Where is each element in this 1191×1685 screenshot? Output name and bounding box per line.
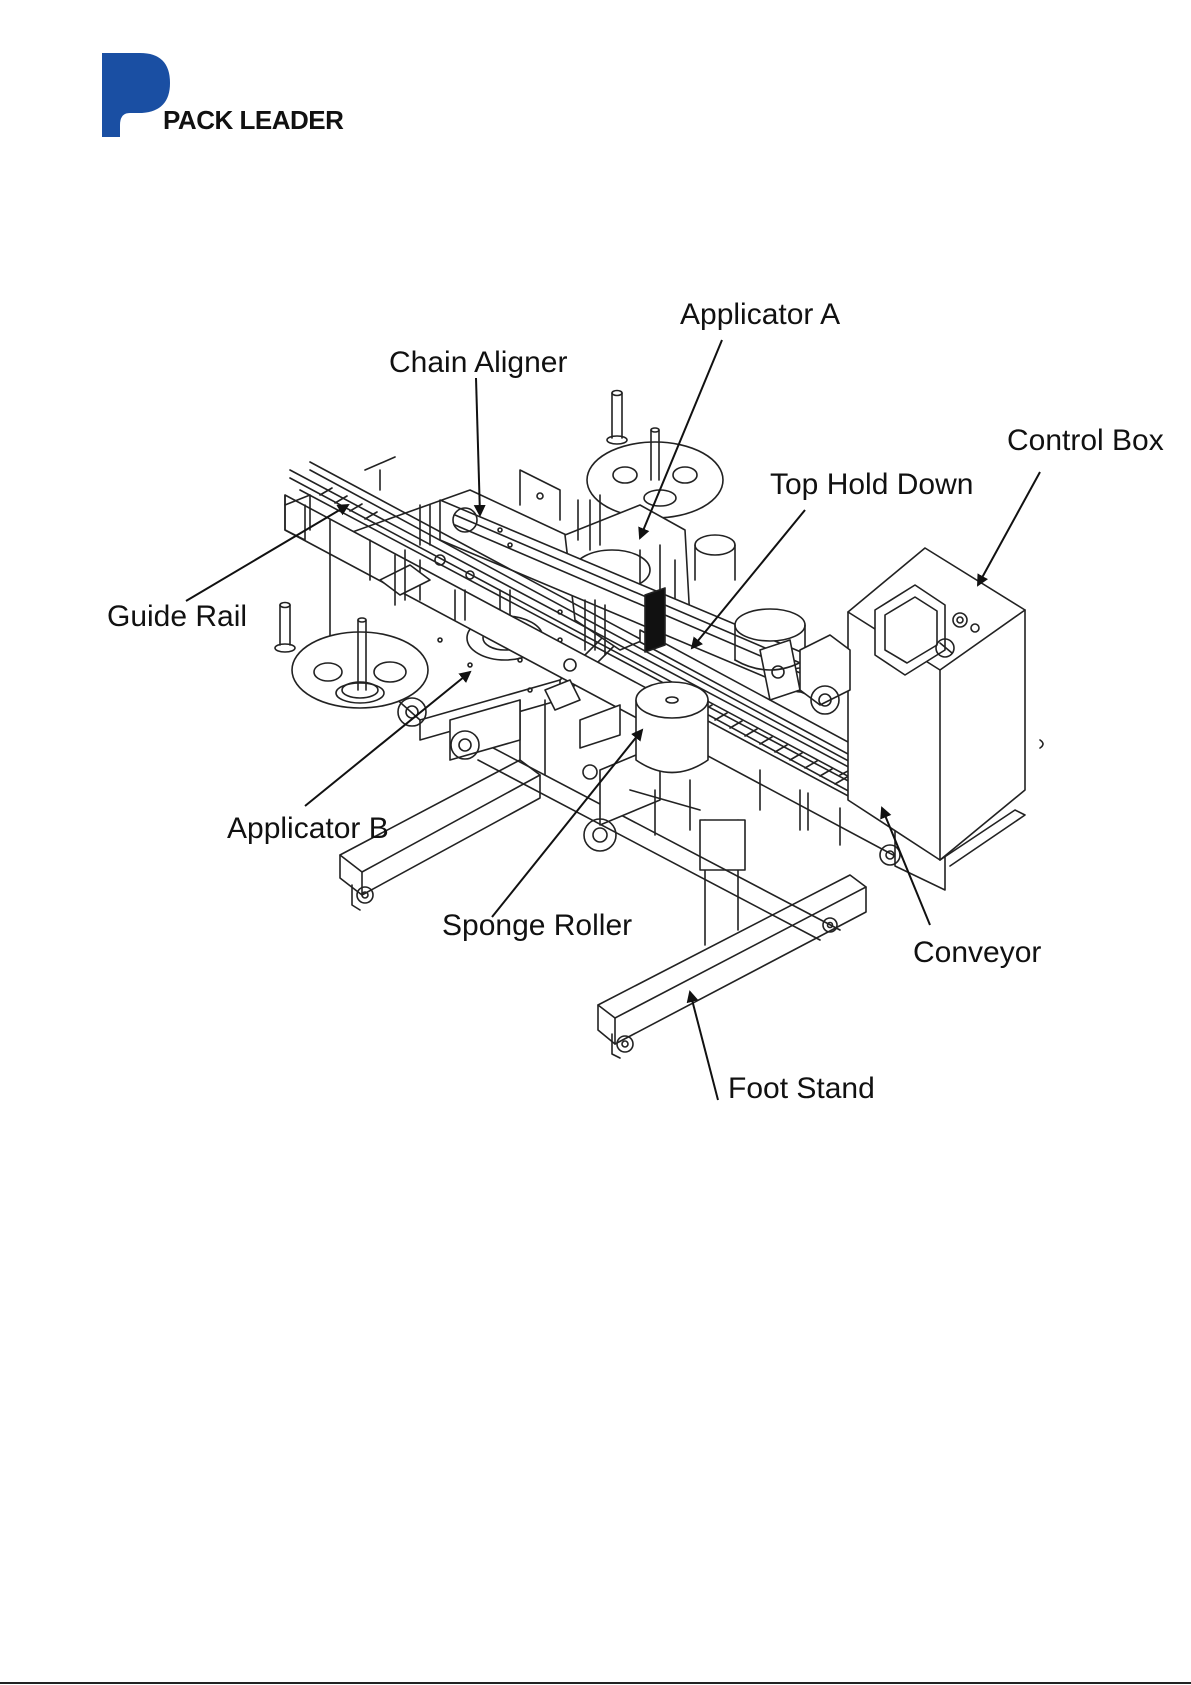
label-conveyor: Conveyor	[913, 938, 1041, 968]
leader-control-box	[978, 472, 1040, 585]
label-sponge-roller: Sponge Roller	[442, 911, 632, 941]
label-applicator-b: Applicator B	[227, 814, 389, 844]
label-foot-stand: Foot Stand	[728, 1074, 875, 1104]
label-chain-aligner: Chain Aligner	[389, 348, 567, 378]
label-applicator-a: Applicator A	[680, 300, 840, 330]
page-bottom-rule	[0, 1682, 1191, 1684]
leader-guide-rail	[186, 505, 348, 601]
leader-sponge-roller	[492, 730, 642, 917]
label-control-box: Control Box	[1007, 426, 1164, 456]
foot-stand	[340, 700, 866, 1058]
label-top-hold-down: Top Hold Down	[770, 470, 973, 500]
leader-foot-stand	[690, 992, 718, 1100]
label-guide-rail: Guide Rail	[107, 602, 247, 632]
